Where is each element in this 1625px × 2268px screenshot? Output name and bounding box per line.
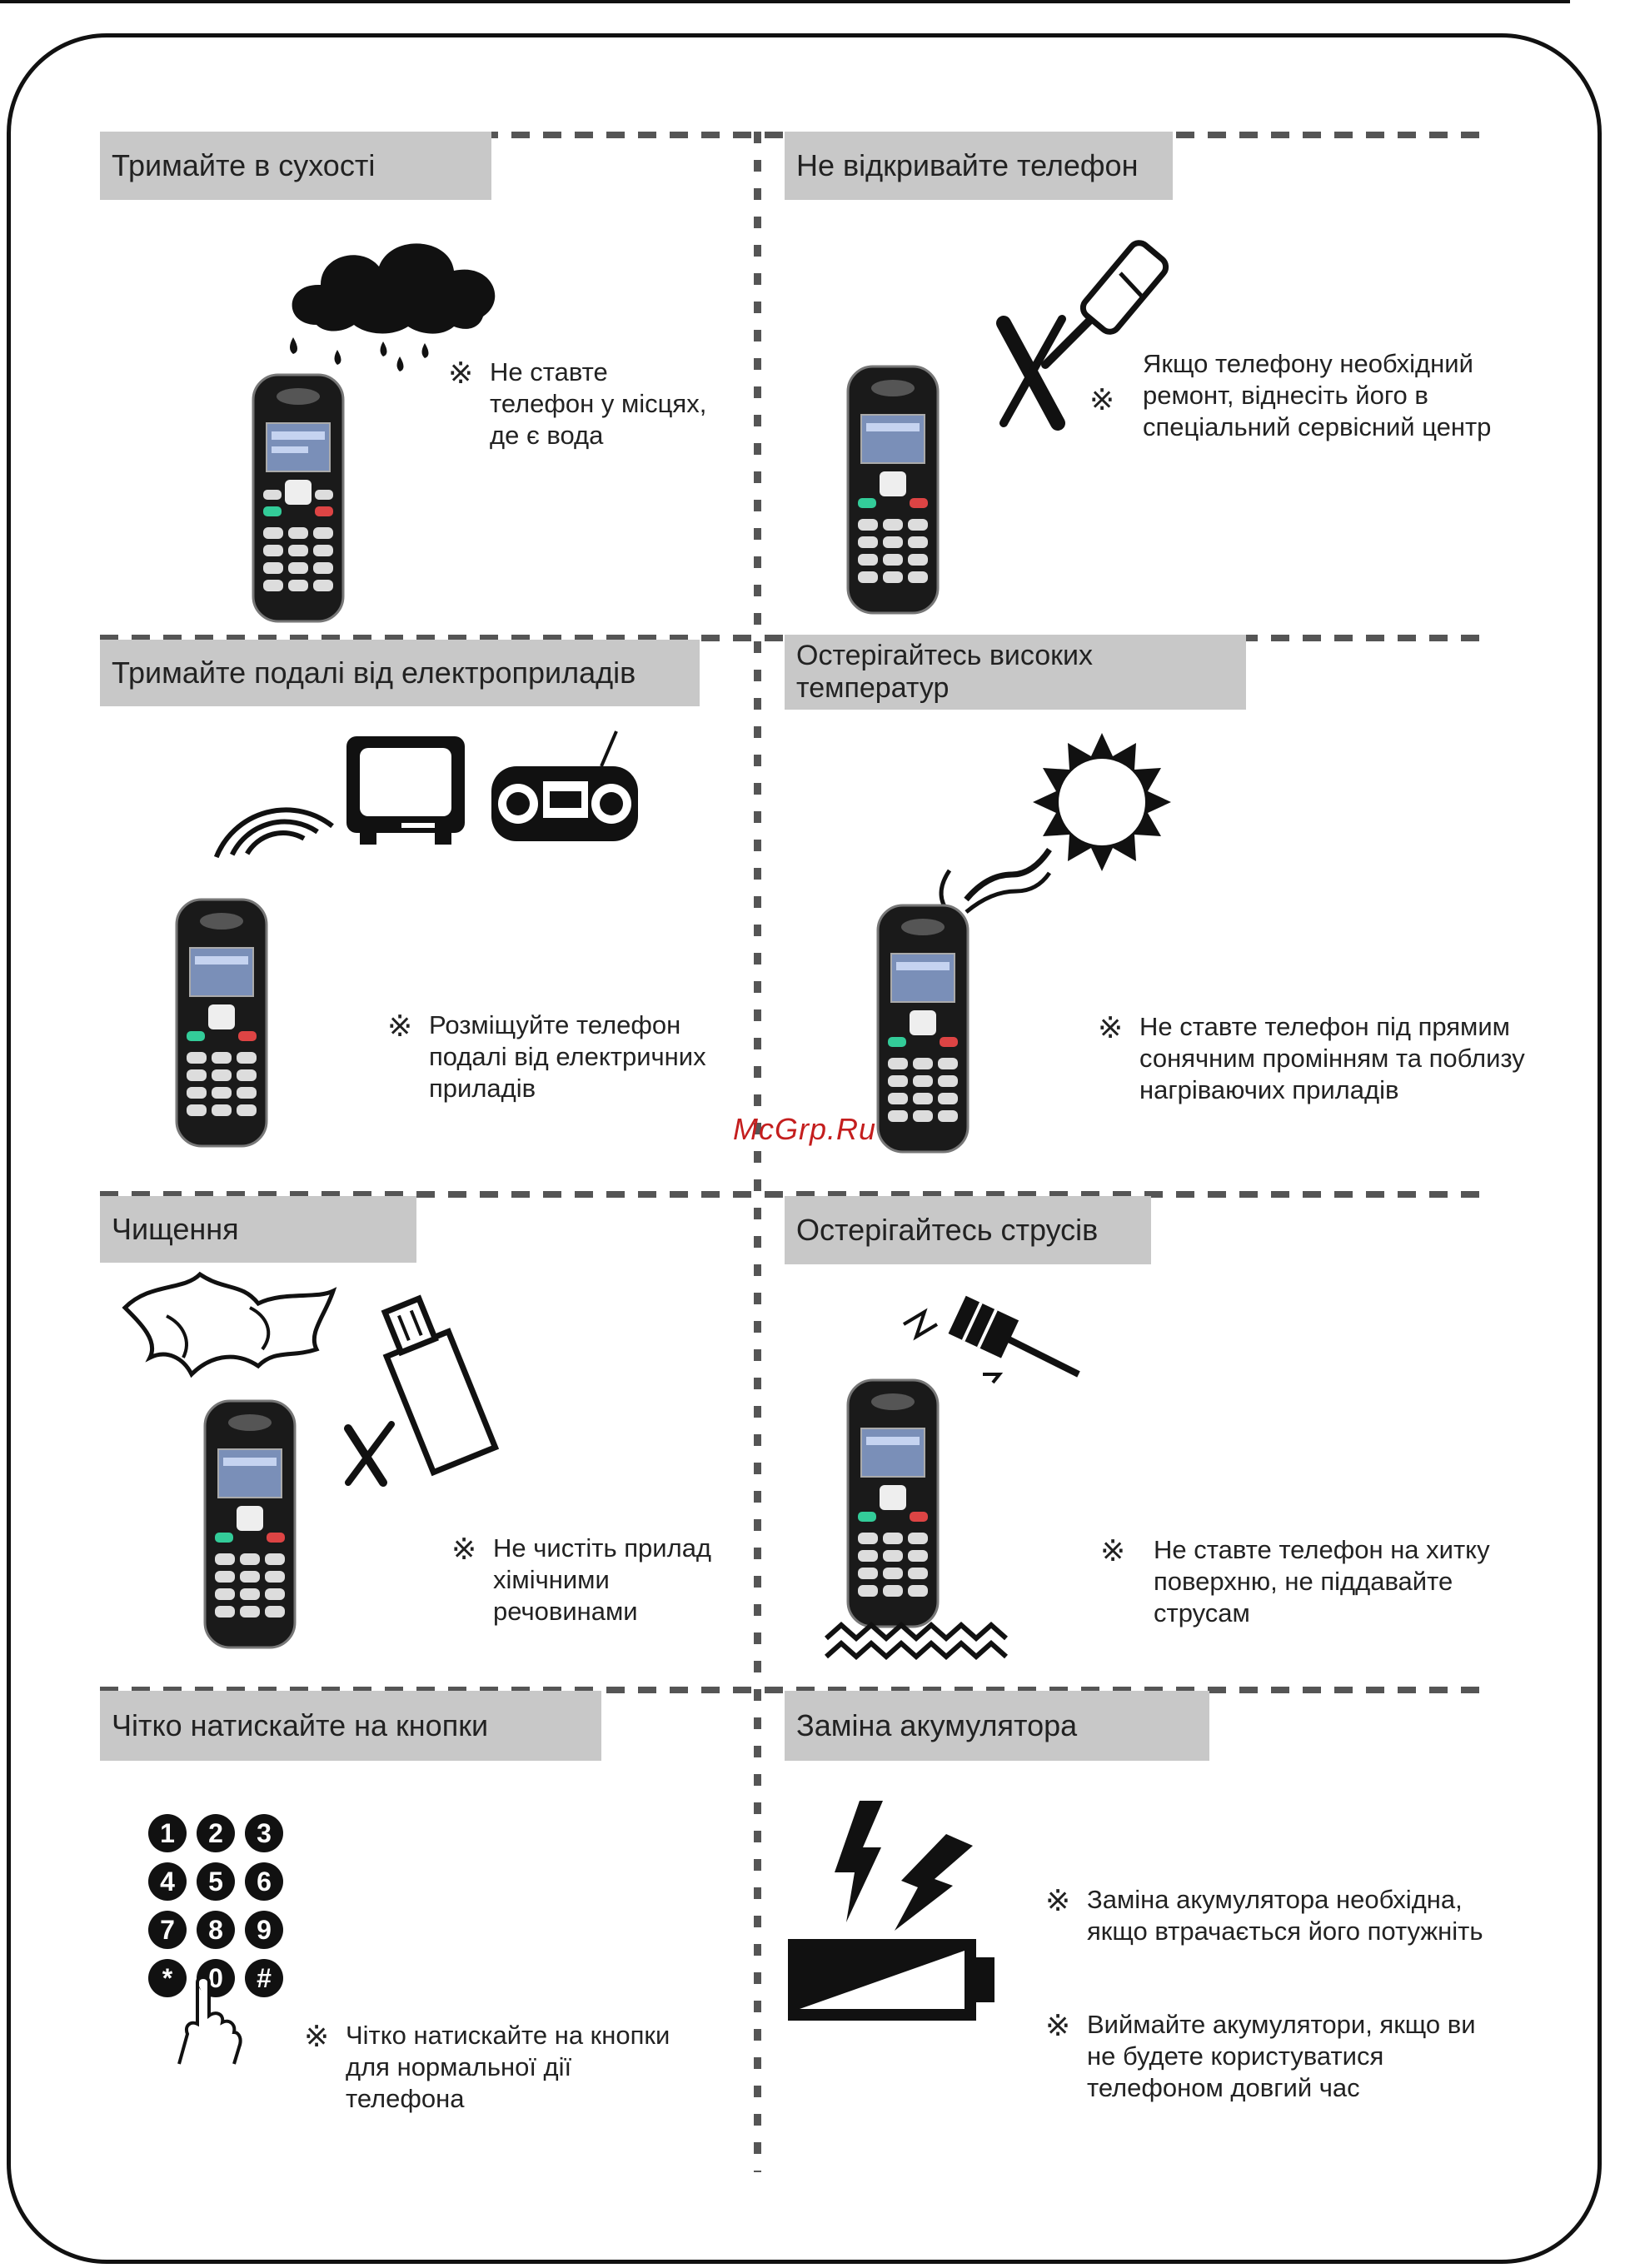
sun-icon (1033, 733, 1171, 871)
note-heat: ※ Не ставте телефон під прямим сонячним … (1098, 1010, 1525, 1104)
cloth-icon (122, 1271, 337, 1378)
screwdriver-x-icon (996, 240, 1169, 431)
note-keys: ※ Чітко натискайте на кнопки для нормаль… (304, 2019, 670, 2113)
note-mark: ※ (387, 1009, 413, 1043)
cleaner-bottle-x-icon (344, 1294, 500, 1487)
handset-icon (846, 1378, 940, 1628)
section-title-battery: Заміна акумулятора (785, 1691, 1209, 1761)
page-frame (7, 33, 1602, 2264)
section-title-shock: Остерігайтесь струсів (785, 1196, 1151, 1264)
note-open: ※ Якщо телефону необхідний ремонт, відне… (1089, 349, 1492, 441)
signal-waves-icon (213, 807, 334, 859)
note-mark: ※ (1045, 2008, 1071, 2042)
section-title-dry: Тримайте в сухості (100, 132, 491, 200)
note-mark: ※ (1045, 1883, 1071, 1917)
hammer-icon (902, 1295, 1080, 1384)
section-title-keys: Чітко натискайте на кнопки (100, 1691, 601, 1761)
divider-row-3 (100, 1191, 1483, 1198)
key-5: 5 (197, 1862, 235, 1901)
pressing-finger-icon (177, 1976, 242, 2065)
key-7: 7 (148, 1911, 187, 1949)
key-2: 2 (197, 1814, 235, 1852)
watermark: McGrp.Ru (733, 1112, 877, 1146)
tv-icon (346, 736, 465, 845)
low-battery-lightning-icon (788, 1801, 994, 2021)
note-mark: ※ (1098, 1010, 1124, 1044)
note-mark: ※ (448, 356, 474, 390)
section-title-cleaning: Чищення (100, 1196, 416, 1263)
handset-icon (846, 365, 940, 615)
note-cleaning: ※ Не чистіть прилад хімічними речовинами (451, 1532, 712, 1626)
key-hash: # (245, 1959, 283, 1997)
key-1: 1 (148, 1814, 187, 1852)
note-battery-1: ※ Заміна акумулятора необхідна, якщо втр… (1045, 1883, 1483, 1946)
key-4: 4 (148, 1862, 187, 1901)
key-6: 6 (245, 1862, 283, 1901)
note-shock: ※ Не ставте телефон на хитку поверхню, н… (1100, 1533, 1490, 1627)
keypad-illustration: 1 2 3 4 5 6 7 8 9 * 0 # (148, 1814, 298, 2002)
key-8: 8 (197, 1911, 235, 1949)
key-9: 9 (245, 1911, 283, 1949)
section-title-open: Не відкривайте телефон (785, 132, 1173, 200)
divider-row-4 (100, 1687, 1483, 1693)
section-title-heat: Остерігайтесь високих температур (785, 635, 1246, 710)
note-mark: ※ (1089, 382, 1115, 416)
note-mark: ※ (304, 2019, 330, 2053)
vertical-divider (754, 132, 761, 2172)
handset-icon (203, 1399, 297, 1649)
key-3: 3 (245, 1814, 283, 1852)
note-mark: ※ (451, 1532, 477, 1566)
note-dry: ※ Не ставте телефон у місцях, де є вода (448, 356, 707, 450)
note-battery-2: ※ Виймайте акумулятори, якщо ви не будет… (1045, 2008, 1476, 2102)
top-rule (0, 0, 1570, 3)
handset-icon (876, 904, 970, 1154)
vibration-zigzag-icon (825, 1621, 1008, 1661)
radio-icon (491, 730, 638, 841)
rain-cloud-icon (290, 243, 496, 371)
note-appliances: ※ Розміщуйте телефон подалі від електрич… (387, 1009, 706, 1103)
handset-icon (175, 898, 268, 1148)
section-title-appliances: Тримайте подалі від електроприладів (100, 640, 700, 706)
note-mark: ※ (1100, 1533, 1126, 1568)
handset-icon (252, 373, 345, 623)
key-star: * (148, 1959, 187, 1997)
